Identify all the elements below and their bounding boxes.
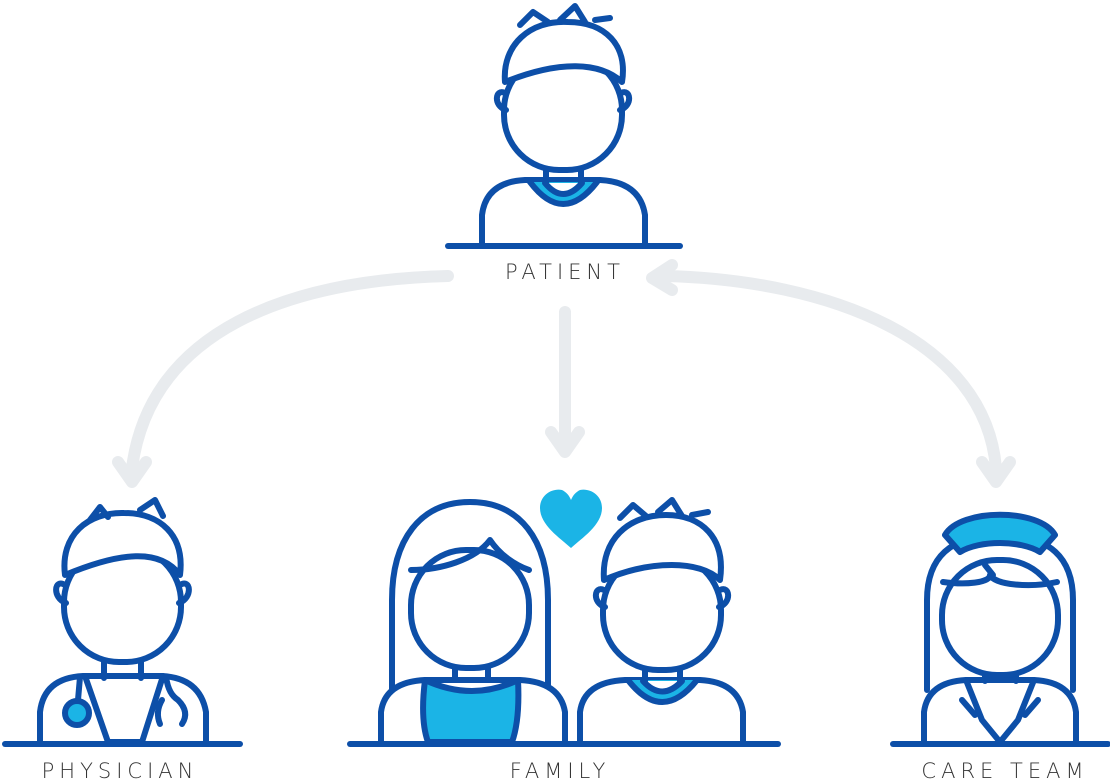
man-avatar-icon bbox=[577, 497, 746, 745]
arrow-care-team-patient bbox=[659, 270, 1002, 474]
patient-avatar-icon bbox=[479, 3, 648, 247]
physician-label: PHYSICIAN bbox=[41, 759, 199, 783]
arrows bbox=[112, 259, 1016, 488]
arrow-to-physician bbox=[126, 270, 454, 474]
woman-avatar-icon bbox=[378, 499, 568, 745]
physician-avatar-icon bbox=[37, 497, 209, 745]
family-label: FAMILY bbox=[509, 759, 611, 783]
arrow-head-care-team bbox=[976, 456, 1016, 488]
nurse-avatar-icon bbox=[921, 511, 1079, 745]
arrow-head-patient bbox=[646, 259, 678, 296]
care-team-label: CARE TEAM bbox=[921, 759, 1089, 783]
patient-label: PATIENT bbox=[505, 260, 625, 284]
arrow-head-physician bbox=[112, 456, 152, 488]
heart-icon bbox=[540, 489, 602, 548]
arrow-head-family bbox=[545, 426, 585, 458]
